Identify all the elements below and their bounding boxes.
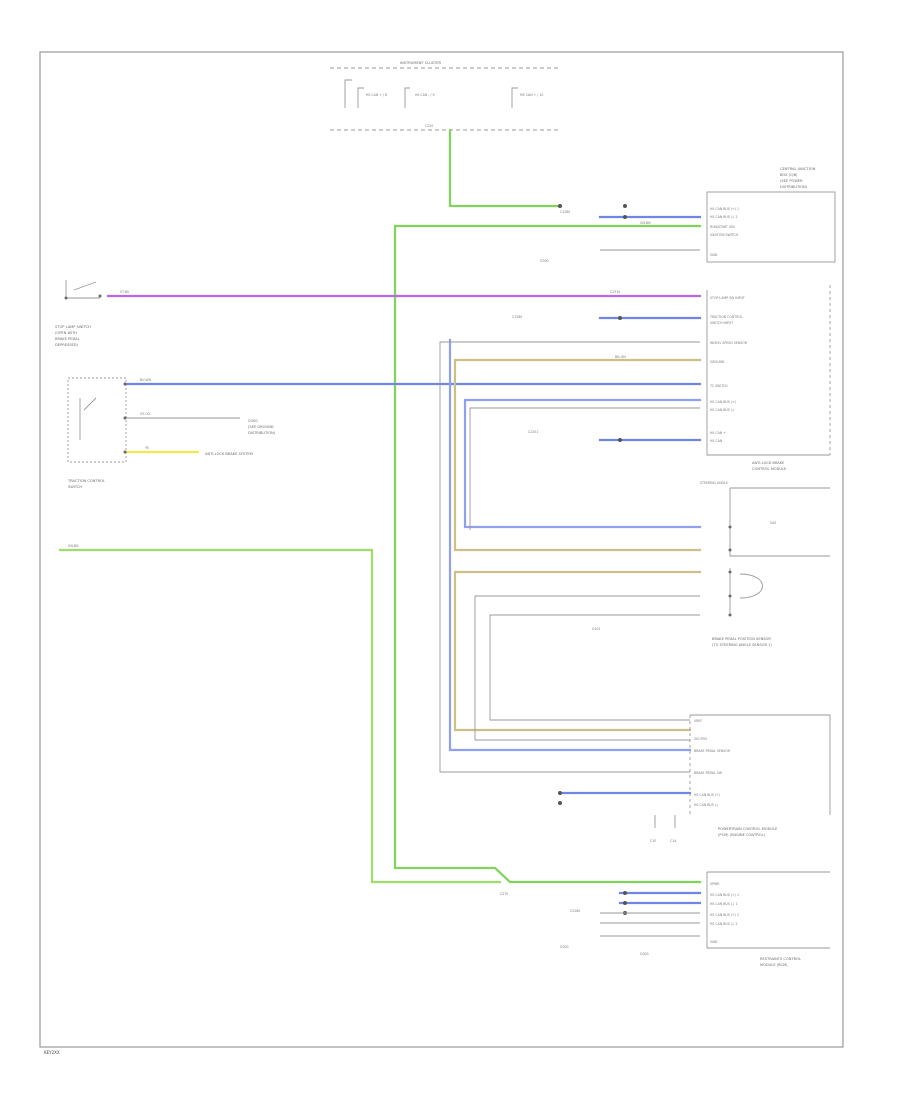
wire-code-violet: VT-BU <box>120 290 130 294</box>
rcm-pin-4: HS CAN BUS (+) 2 <box>710 913 739 917</box>
cjb-title-1: CENTRAL JUNCTION <box>780 167 816 171</box>
cluster-pin-1: HS CAN + / 8 <box>366 93 387 97</box>
svg-text:C2280: C2280 <box>570 909 580 913</box>
wire-code-tan: BN-GN <box>615 355 626 359</box>
wire-code-green-left: GN-BN <box>68 544 79 548</box>
abs-module: STOP LAMP SW INPUT TRACTION CONTROL SWIT… <box>512 285 831 471</box>
wire-green-left <box>58 548 502 884</box>
steering-angle-sensor: STEERING ANGLE SAS <box>700 481 830 557</box>
svg-text:G300: G300 <box>540 259 549 263</box>
wire-tan-2 <box>453 570 702 732</box>
brake-pedal-sensor: BRAKE PEDAL POSITION SENSOR (TO STEERING… <box>592 568 772 647</box>
traction-label-2: SWITCH <box>68 485 82 489</box>
abs-pin-4: WHEEL SPEED SENSOR <box>710 341 748 345</box>
cjb-pin-3: RUN/START IGN <box>710 225 735 229</box>
junction-box: CENTRAL JUNCTION BOX (CJB) (SEE POWER DI… <box>540 167 836 263</box>
cluster-pin-2: HS CAN - / 9 <box>415 93 435 97</box>
bpp-title-1: BRAKE PEDAL POSITION SENSOR <box>712 637 771 641</box>
svg-text:C2201: C2201 <box>528 430 538 434</box>
rcm-pin-3: HS CAN BUS (-) 1 <box>710 902 737 906</box>
wire-code-green: GN-BN <box>640 221 651 225</box>
abs-pin-5: GROUND <box>710 360 725 364</box>
wire-code-grey: GY-OG <box>140 412 151 416</box>
wire-grey-3 <box>474 595 700 741</box>
rcm-ground: G300 <box>640 952 649 956</box>
traction-label-1: TRACTION CONTROL <box>67 479 105 483</box>
wire-grey-4 <box>489 614 700 721</box>
cjb-title-3: (SEE POWER <box>780 179 803 183</box>
rcm-title-1: RESTRAINTS CONTROL <box>760 957 801 961</box>
pcm-pin-5: HS CAN BUS (+) <box>694 793 720 797</box>
bpp-title-2: (TO STEERING ANGLE SENSOR 1) <box>712 643 772 647</box>
pcm-module: VREF SIG RTN BRAKE PEDAL SENSOR BRAKE PE… <box>558 714 831 843</box>
wire-green-trunk <box>393 224 702 884</box>
pcm-title-2: (PCM) (ENGINE CONTROL) <box>718 833 766 837</box>
cjb-pin-5: GND <box>710 253 718 257</box>
traction-ground-1: G300 <box>248 419 258 423</box>
svg-text:C1A: C1A <box>670 839 677 843</box>
cjb-pin-2: HS CAN BUS (-) 2 <box>710 215 737 219</box>
diagram-code: KEY2XX <box>44 1050 60 1055</box>
wire-blue-pcm <box>448 338 692 752</box>
svg-text:C220: C220 <box>425 124 433 128</box>
pcm-pin-4: BRAKE PEDAL SW <box>694 771 723 775</box>
traction-ground-3: DISTRIBUTION) <box>248 431 276 435</box>
svg-text:C270: C270 <box>500 892 508 896</box>
svg-text:C2310: C2310 <box>610 290 620 294</box>
sas-title-1: STEERING ANGLE <box>700 481 728 485</box>
sas-note: SAS <box>770 521 776 525</box>
pcm-title-1: POWERTRAIN CONTROL MODULE <box>718 827 778 831</box>
cjb-title-2: BOX (CJB) <box>780 173 798 177</box>
stop-switch-label-3: BRAKE PEDAL <box>55 337 80 341</box>
traction-control-switch: TRACTION CONTROL SWITCH G300 (SEE GROUND… <box>67 377 276 489</box>
wire-blue-long <box>463 398 702 529</box>
abs-pin-6: TC SWITCH <box>709 384 728 388</box>
wire-tan-1 <box>453 358 702 552</box>
rcm-pin-5: HS CAN BUS (-) 2 <box>710 922 737 926</box>
rcm-pin-6: GND <box>710 940 718 944</box>
cjb-pin-1: HS CAN BUS (+) 1 <box>710 207 739 211</box>
stop-switch-label-4: DEPRESSED) <box>55 343 79 347</box>
wire-green-cluster <box>448 128 562 208</box>
abs-pin-3: SWITCH INPUT <box>710 321 733 325</box>
wire-code-yellow: YE <box>145 446 149 450</box>
abs-pin-2: TRACTION CONTROL <box>709 315 743 319</box>
stop-switch-label-2: (OPEN WITH <box>55 331 77 335</box>
diagram-frame <box>39 51 844 1048</box>
cluster-pin-3: MS CAN + / 10 <box>520 93 543 97</box>
cjb-title-4: DISTRIBUTION) <box>780 185 808 189</box>
abs-title-2: CONTROL MODULE <box>752 467 787 471</box>
rcm-title-2: MODULE (RCM) <box>760 963 788 967</box>
abs-pin-7: HS CAN BUS (+) <box>710 400 736 404</box>
cjb-pin-4: IGNITION SWITCH <box>710 233 739 237</box>
wire-grey-2 <box>439 341 700 773</box>
instrument-cluster: INSTRUMENT CLUSTER HS CAN + / 8 HS CAN -… <box>330 61 560 131</box>
rcm-pin-2: HS CAN BUS (+) 1 <box>710 893 739 897</box>
stop-lamp-switch: STOP LAMP SWITCH (OPEN WITH BRAKE PEDAL … <box>55 280 620 347</box>
pcm-pin-3: BRAKE PEDAL SENSOR <box>694 749 731 753</box>
pcm-pin-6: HS CAN BUS (-) <box>694 803 718 807</box>
wire-code-blue: BU-WH <box>140 378 152 382</box>
svg-text:C2280: C2280 <box>560 210 570 214</box>
traction-ground-2: (SEE GROUND <box>248 425 274 429</box>
bpp-ground: G201 <box>592 627 601 631</box>
abs-pin-10: HS CAN - <box>710 439 724 443</box>
stop-switch-label-1: STOP LAMP SWITCH <box>55 325 91 329</box>
pcm-pin-2: SIG RTN <box>694 737 707 741</box>
rcm-pin-1: VPWR <box>710 882 720 886</box>
svg-text:C2280: C2280 <box>512 315 522 319</box>
abs-title-1: ANTI-LOCK BRAKE <box>752 461 785 465</box>
abs-pin-1: STOP LAMP SW INPUT <box>710 296 745 300</box>
abs-pin-9: HS CAN + <box>710 431 726 435</box>
pcm-pin-1: VREF <box>694 719 702 723</box>
svg-text:G300: G300 <box>560 945 569 949</box>
svg-text:C1E: C1E <box>650 839 656 843</box>
instrument-cluster-title: INSTRUMENT CLUSTER <box>400 61 441 65</box>
restraints-module: VPWR HS CAN BUS (+) 1 HS CAN BUS (-) 1 H… <box>500 871 830 967</box>
abs-pin-8: HS CAN BUS (-) <box>710 408 734 412</box>
traction-ext-note: ANTI-LOCK BRAKE SYSTEM <box>205 452 253 456</box>
wire-grey-5 <box>469 407 700 530</box>
